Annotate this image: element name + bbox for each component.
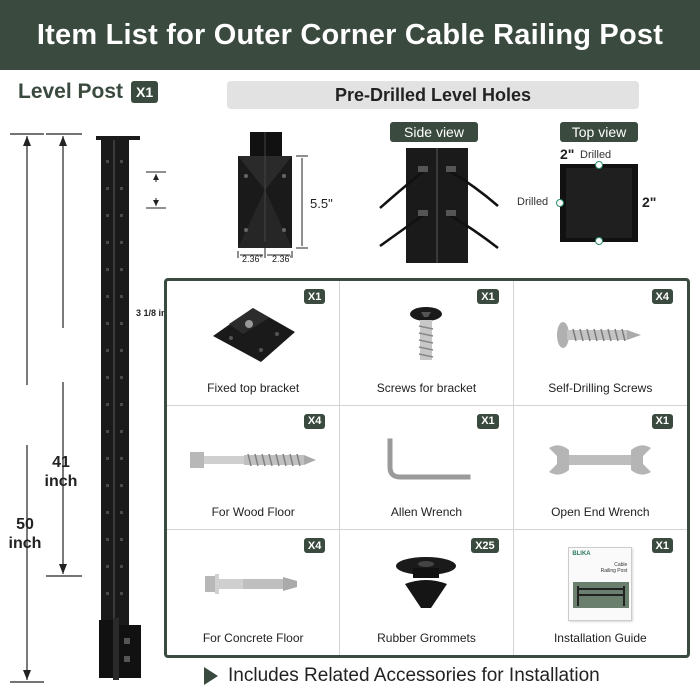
dimension-top-offset-label: 3 1/8 inch — [136, 308, 178, 318]
pre-drilled-holes-heading: Pre-Drilled Level Holes — [227, 81, 639, 109]
bracket-width-a-label: 2.36" — [242, 254, 263, 264]
item-qty-badge: X4 — [303, 413, 326, 429]
item-qty-badge: X1 — [651, 538, 673, 554]
anchor-bolt-icon — [167, 550, 339, 618]
holes-drawings — [237, 132, 638, 263]
installation-guide-icon: BLIKA Cable Railing Post — [514, 547, 687, 622]
bracket-height-label: 5.5" — [310, 196, 333, 211]
level-post-heading: Level Post X1 — [18, 80, 159, 104]
lag-screw-icon — [167, 426, 339, 494]
item-fixed-top-bracket: X1 Fixed top bracket — [167, 281, 341, 406]
item-bracket-screws: X1 Screws for bracket — [340, 281, 514, 406]
item-installation-guide: X1 BLIKA Cable Railing Post Installation… — [514, 530, 687, 655]
play-triangle-icon — [204, 667, 218, 685]
dimension-50-label: 50 inch — [8, 516, 42, 552]
dimension-50-line — [10, 133, 44, 683]
item-label: Allen Wrench — [390, 505, 463, 520]
guide-cover-title: Cable Railing Post — [600, 562, 628, 575]
item-open-end-wrench: X1 Open End Wrench — [513, 406, 687, 531]
guide-cover-photo — [573, 582, 630, 609]
bracket-width-b-label: 2.36" — [272, 254, 293, 264]
top-view-right-dim: 2" — [642, 194, 657, 210]
item-label: For Concrete Floor — [202, 630, 304, 645]
holes-diagrams: Side view Top view 5.5" 2.36" 2.36" 2" D… — [230, 118, 656, 278]
drilled-bottom-label: Drilled — [582, 247, 614, 259]
item-qty-badge: X25 — [471, 538, 499, 554]
top-view-top-dim: 2" — [560, 146, 575, 162]
item-rubber-grommets: X25 Rubber Grommets — [340, 530, 514, 655]
post-holes — [106, 160, 123, 595]
item-qty-badge: X4 — [303, 538, 326, 554]
item-qty-badge: X4 — [651, 289, 673, 304]
item-concrete-anchors: X4 For Concrete Floor — [167, 530, 341, 655]
guide-brand: BLIKA — [572, 551, 591, 558]
allen-wrench-icon — [340, 426, 512, 494]
item-label: Screws for bracket — [376, 380, 477, 395]
rubber-grommet-icon — [340, 550, 512, 618]
bracket-screw-icon — [340, 301, 512, 369]
bracket-foot-drawing — [237, 132, 308, 258]
accessories-panel: X1 Fixed top bracket X1 — [164, 278, 690, 658]
item-self-drilling-screws: X4 Self-Drilling Screws — [513, 281, 687, 406]
dimension-41-label: 41 inch — [44, 454, 78, 490]
side-view-label: Side view — [390, 122, 478, 142]
level-post-diagram: 50 inch 41 inch 3 1/8 inch — [0, 120, 200, 700]
item-allen-wrench: X1 Allen Wrench — [340, 405, 514, 531]
top-bracket-icon — [167, 301, 339, 369]
dimension-41-line — [46, 133, 82, 577]
footer-text: Includes Related Accessories for Install… — [228, 665, 600, 686]
self-drilling-screw-icon — [514, 301, 687, 369]
item-label: Installation Guide — [553, 630, 647, 645]
item-label: For Wood Floor — [211, 505, 295, 520]
side-view-drawing — [379, 148, 499, 263]
item-qty-badge: X1 — [303, 289, 326, 304]
item-label: Fixed top bracket — [207, 380, 300, 395]
item-qty-badge: X1 — [477, 413, 499, 429]
drilled-left-label: Drilled — [517, 196, 549, 208]
top-view-drawing — [556, 161, 638, 245]
title-banner: Item List for Outer Corner Cable Railing… — [0, 0, 700, 70]
open-end-wrench-icon — [514, 426, 687, 494]
accessories-grid: X1 Fixed top bracket X1 — [167, 281, 687, 655]
level-post-drawing — [10, 133, 166, 683]
level-post-title: Level Post — [18, 80, 124, 103]
footer-note: Includes Related Accessories for Install… — [204, 665, 600, 687]
drilled-top-label: Drilled — [580, 149, 612, 161]
item-qty-badge: X1 — [477, 289, 499, 304]
item-label: Self-Drilling Screws — [548, 380, 653, 395]
page-title: Item List for Outer Corner Cable Railing… — [36, 18, 664, 51]
top-view-label: Top view — [560, 122, 638, 142]
level-post-qty-badge: X1 — [131, 81, 159, 103]
item-label: Open End Wrench — [551, 505, 650, 520]
item-wood-floor-screws: X4 For Wood Floor — [167, 405, 341, 531]
item-qty-badge: X1 — [651, 413, 673, 429]
item-label: Rubber Grommets — [377, 630, 476, 645]
